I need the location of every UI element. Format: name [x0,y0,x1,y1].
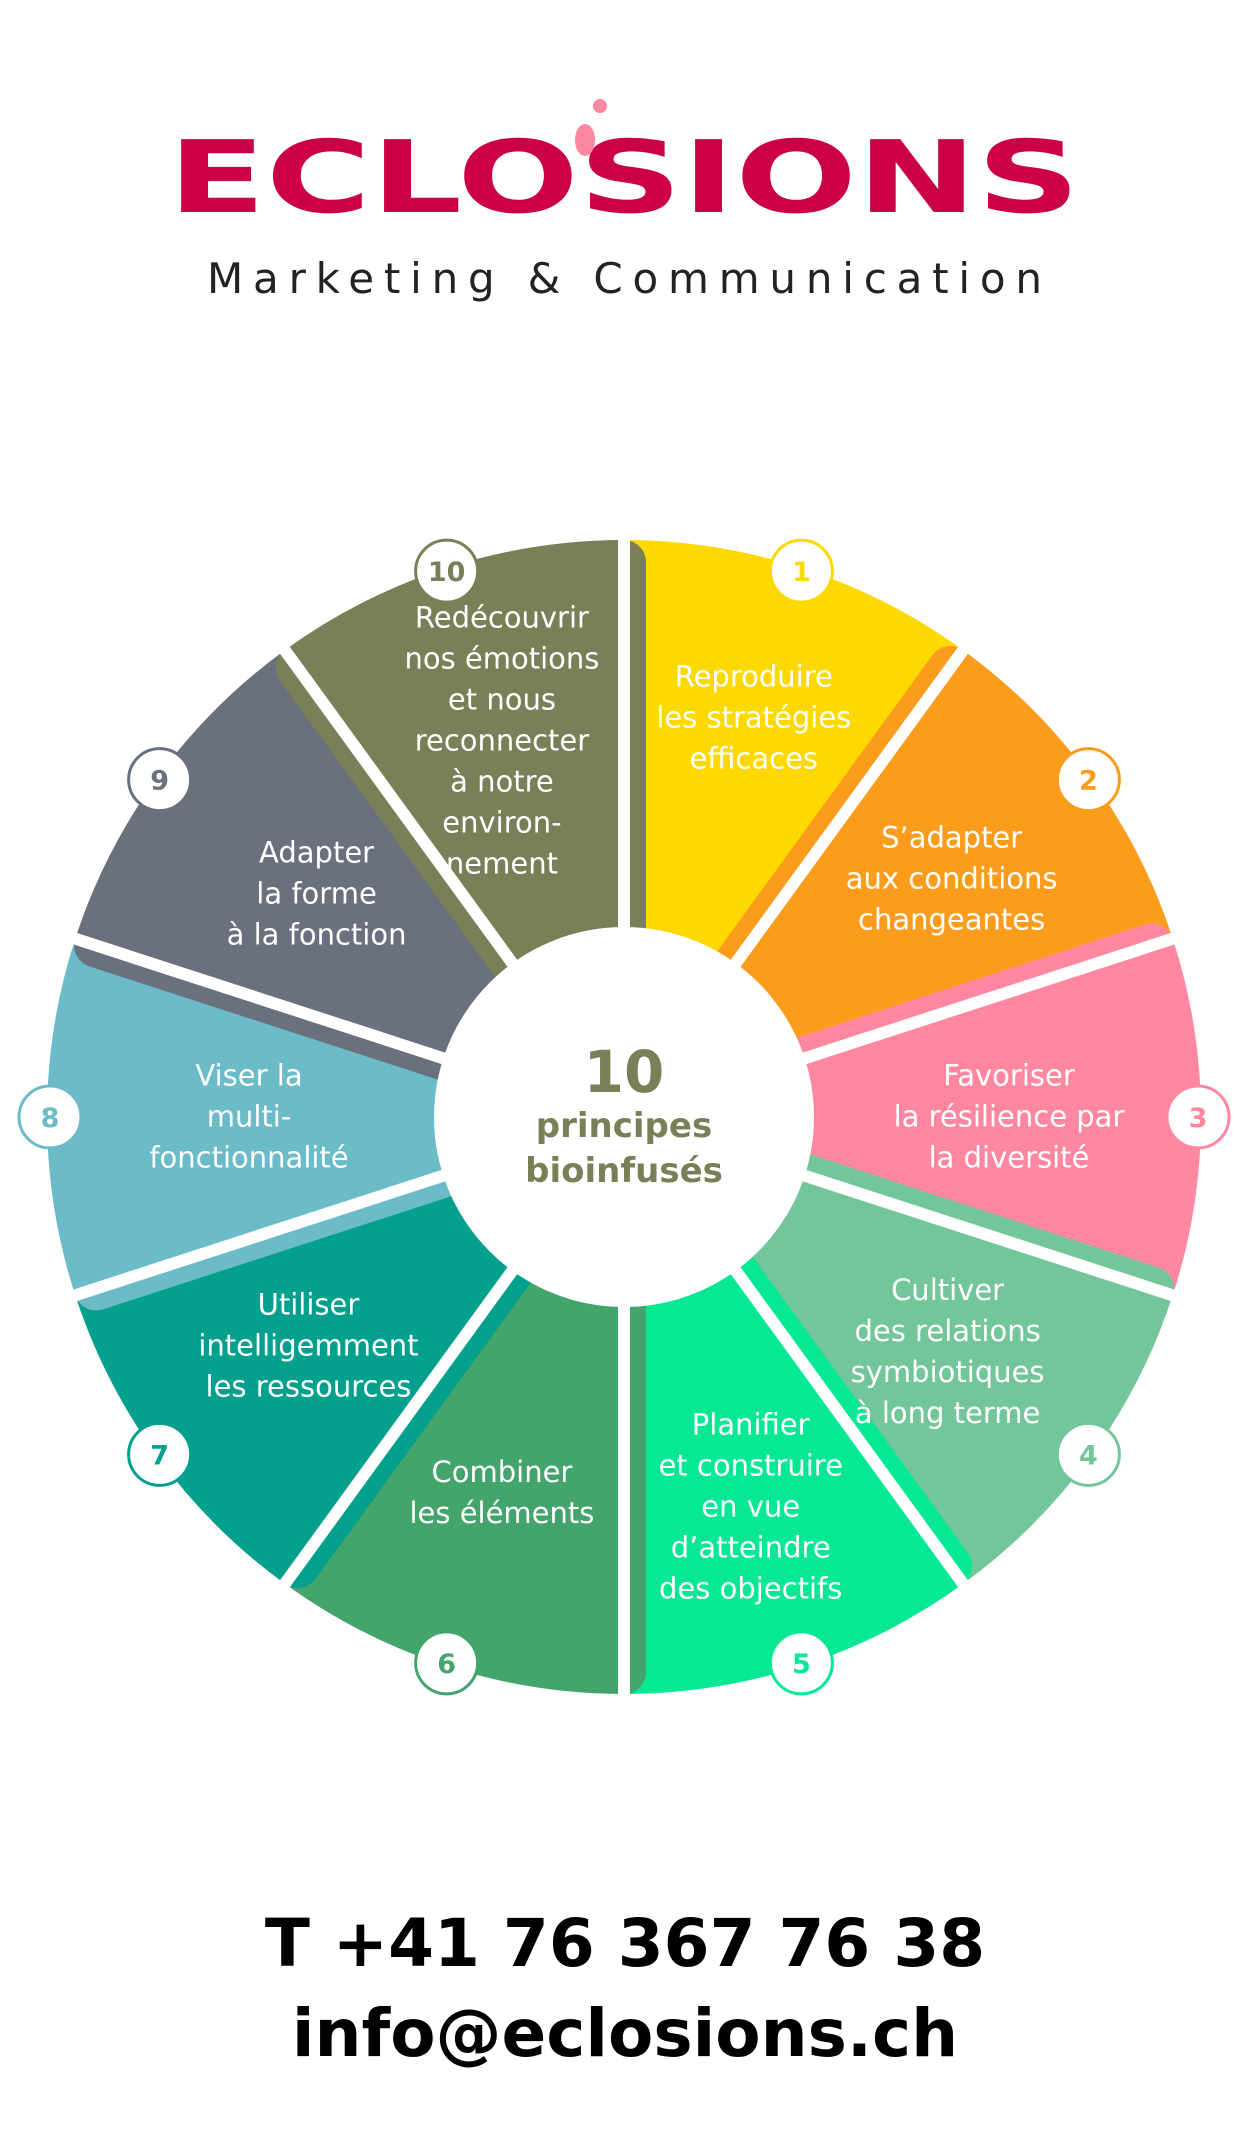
badge-number: 6 [437,1649,456,1680]
center-title: 10 principes bioinfusés [525,1040,723,1194]
badge-circle [414,538,480,604]
number-badge-7: 7 [127,1421,193,1487]
badge-circle [127,747,193,813]
contact-phone[interactable]: T +41 76 367 76 38 [264,1905,986,1982]
badge-number: 3 [1189,1103,1208,1134]
badge-number: 7 [150,1440,169,1471]
principles-wheel: 1 2 3 4 5 6 7 8 9 10 [17,502,1231,1732]
badge-circle [1055,1421,1121,1487]
principle-label-8: Viser la multi- fonctionnalité [149,1058,349,1175]
number-badge-6: 6 [414,1630,480,1696]
logo-dot-small [593,99,607,113]
center-number: 10 [583,1038,665,1106]
badge-number: 9 [150,766,169,797]
contact-email[interactable]: info@eclosions.ch [291,1995,959,2072]
logo-wordmark: ECLOSIONS [168,119,1080,236]
center-title-line1: principes [535,1106,713,1146]
principle-label-1: Reproduire les stratégies efficaces [656,659,852,776]
badge-circle [768,1630,834,1696]
center-circle [434,927,814,1307]
principle-label-6: Combiner les éléments [409,1454,595,1530]
badge-number: 10 [428,557,466,588]
badge-number: 4 [1079,1440,1098,1471]
principle-label-5: Planifier et construire en vue d’atteind… [658,1407,843,1606]
principle-label-7: Utiliser intelligemment les ressources [198,1287,419,1404]
badge-circle [1055,747,1121,813]
eclosions-logo: ECLOSIONS Marketing & Communication [168,99,1080,303]
badge-circle [1165,1084,1231,1150]
badge-circle [414,1630,480,1696]
principle-label-9: Adapter la forme à la fonction [226,835,407,952]
number-badge-8: 8 [17,1084,83,1150]
number-badge-9: 9 [127,747,193,813]
logo-dot-large [575,124,595,156]
badge-circle [768,538,834,604]
badge-circle [17,1084,83,1150]
logo-tagline: Marketing & Communication [207,254,1042,303]
principle-label-4: Cultiver des relations symbiotiques à lo… [850,1273,1045,1431]
badge-number: 1 [792,557,811,588]
principle-label-3: Favoriser la résilience par la diversité [893,1058,1125,1175]
center-title-line2: bioinfusés [525,1151,723,1191]
badge-circle [127,1421,193,1487]
badge-number: 8 [41,1103,60,1134]
number-badge-2: 2 [1055,747,1121,813]
badge-number: 2 [1079,766,1098,797]
number-badge-10: 10 [414,538,480,604]
number-badge-1: 1 [768,538,834,604]
number-badge-4: 4 [1055,1421,1121,1487]
badge-number: 5 [792,1649,811,1680]
principle-label-2: S’adapter aux conditions changeantes [845,820,1058,937]
number-badge-3: 3 [1165,1084,1231,1150]
principle-label-10: Redécouvrir nos émotions et nous reconne… [404,600,600,881]
number-badge-5: 5 [768,1630,834,1696]
